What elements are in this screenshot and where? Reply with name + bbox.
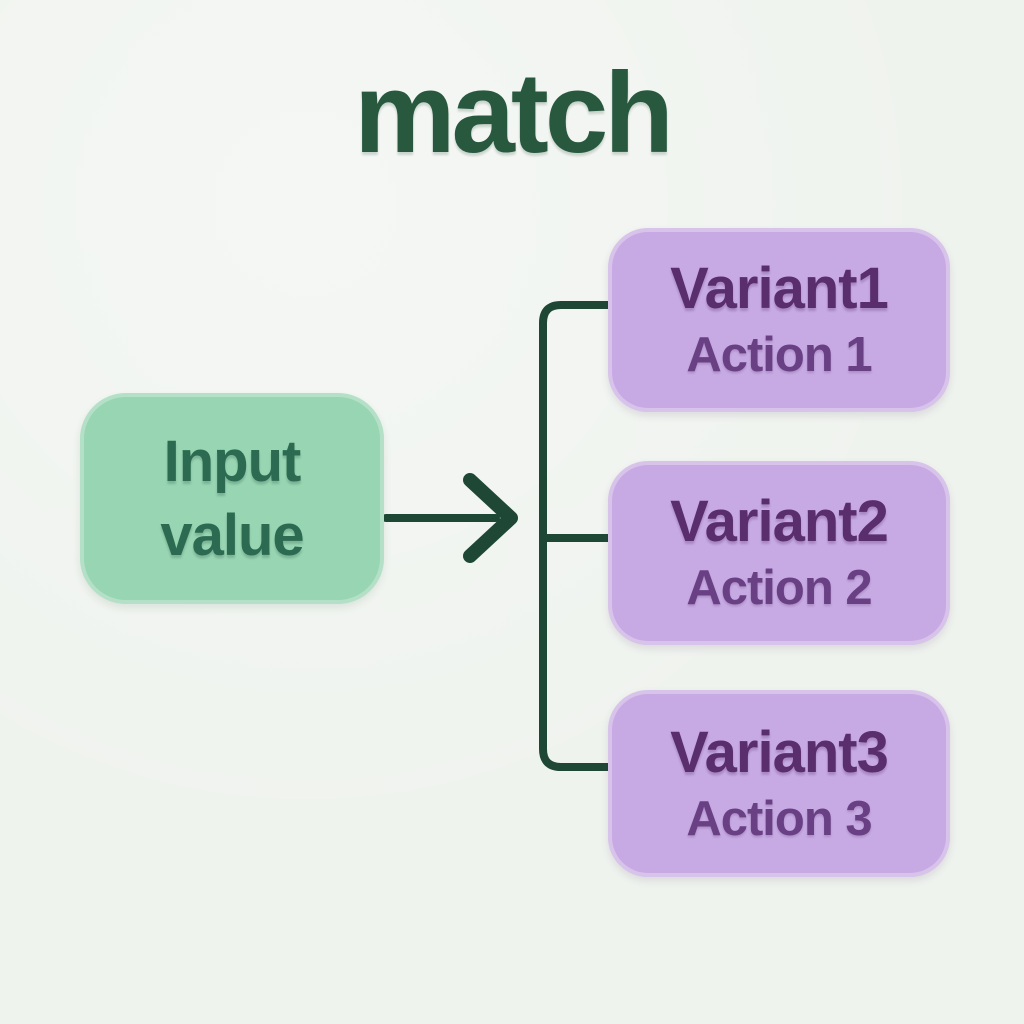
fork-bracket-connector [539, 301, 618, 771]
variant3-action: Action 3 [686, 791, 872, 846]
variant1-title: Variant1 [670, 256, 889, 321]
variant2-action: Action 2 [686, 561, 872, 615]
variant2-node: Variant2 Action 2 [608, 461, 950, 645]
variant3-node: Variant3 Action 3 [608, 690, 950, 877]
variant2-title: Variant2 [670, 489, 889, 554]
page-title: match [354, 50, 674, 177]
variant3-title: Variant3 [670, 719, 889, 785]
right-arrow-icon [382, 473, 518, 563]
input-value-node: Input value [80, 393, 384, 604]
input-node-label-line2: value [160, 502, 304, 568]
input-node-label-line1: Input [163, 428, 302, 494]
variant1-node: Variant1 Action 1 [608, 228, 950, 412]
variant1-action: Action 1 [686, 328, 872, 382]
